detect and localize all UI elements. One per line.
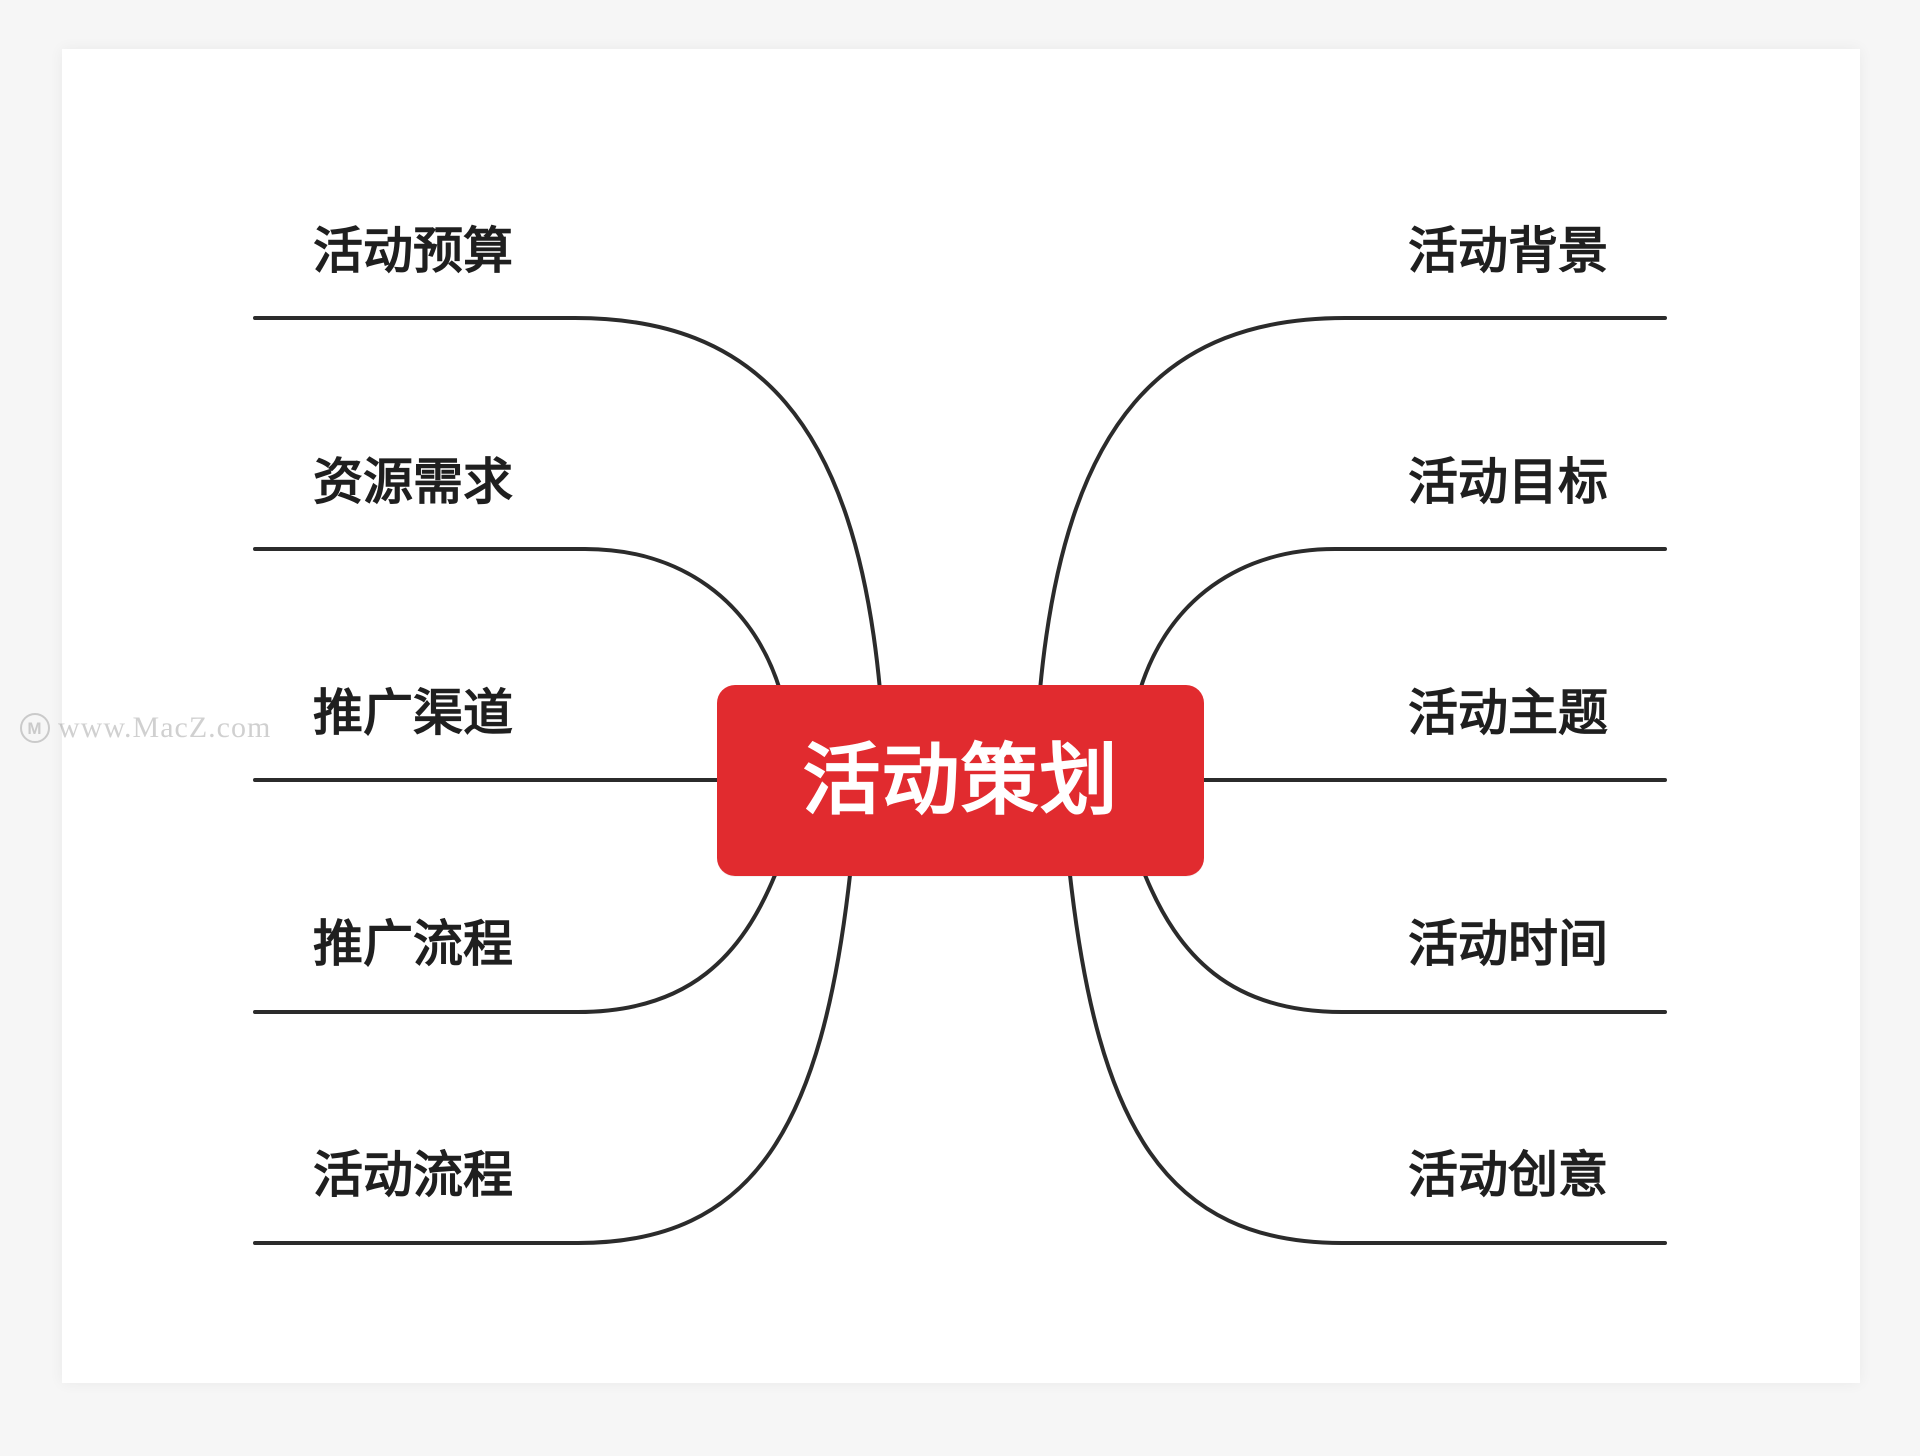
branch-label-right-3: 活动主题	[1408, 684, 1608, 742]
connector-left-4	[253, 873, 777, 1014]
branch-label-left-1: 活动预算	[313, 222, 513, 280]
connector-right-5	[1068, 873, 1667, 1245]
branch-label-right-5: 活动创意	[1408, 1146, 1608, 1204]
connector-left-5	[253, 873, 852, 1245]
central-topic-label: 活动策划	[802, 735, 1119, 826]
branch-label-right-4: 活动时间	[1408, 915, 1608, 973]
branch-label-left-4: 推广流程	[313, 915, 513, 973]
branch-label-left-3: 推广渠道	[313, 684, 513, 742]
branch-label-right-1: 活动背景	[1408, 222, 1608, 280]
branch-label-left-2: 资源需求	[313, 453, 513, 511]
branch-label-right-2: 活动目标	[1408, 453, 1608, 511]
connector-left-1	[253, 316, 882, 692]
connector-right-4	[1143, 873, 1667, 1014]
central-topic[interactable]: 活动策划	[717, 685, 1204, 876]
connector-right-1	[1038, 316, 1667, 692]
branch-label-left-5: 活动流程	[313, 1146, 513, 1204]
connector-left-2	[253, 547, 782, 692]
connector-right-2	[1138, 547, 1667, 692]
